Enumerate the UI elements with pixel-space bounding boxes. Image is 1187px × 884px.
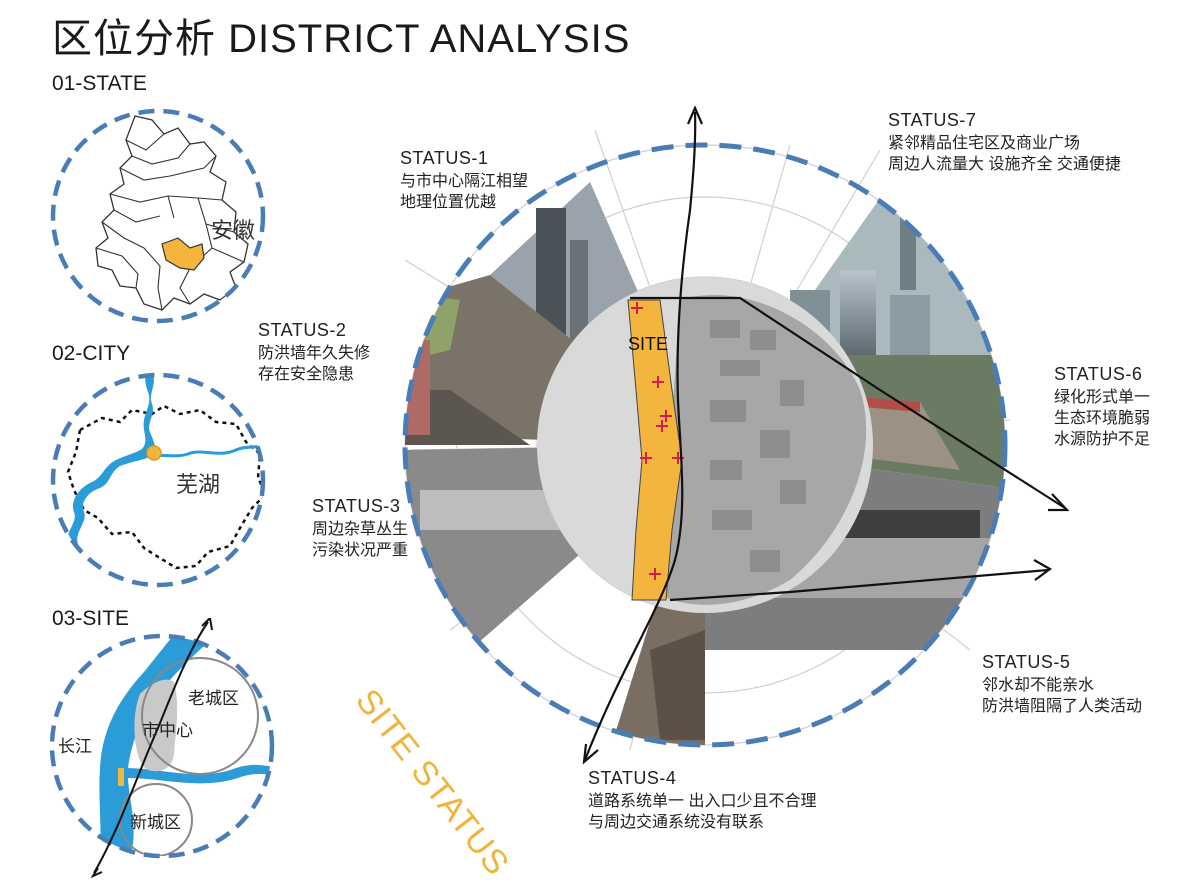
status-title: STATUS-1 <box>400 148 489 168</box>
site-section-label: 03-SITE <box>52 607 130 630</box>
status-line: 周边人流量大 设施齐全 交通便捷 <box>888 156 1121 173</box>
downtown-label: 市中心 <box>142 721 193 740</box>
status-3-block: STATUS-3 周边杂草丛生 污染状况严重 <box>312 496 408 561</box>
status-title: STATUS-5 <box>982 652 1071 672</box>
status-2-block: STATUS-2 防洪墙年久失修 存在安全隐患 <box>258 320 370 385</box>
status-line: 防洪墙阻隔了人类活动 <box>982 698 1143 715</box>
status-6-block: STATUS-6 绿化形式单一 生态环境脆弱 水源防护不足 <box>1054 364 1150 450</box>
status-4-block: STATUS-4 道路系统单一 出入口少且不合理 与周边交通系统没有联系 <box>588 768 816 833</box>
river-label: 长江 <box>58 737 92 756</box>
status-line: 污染状况严重 <box>312 542 409 559</box>
status-5-block: STATUS-5 邻水却不能亲水 防洪墙阻隔了人类活动 <box>982 652 1142 717</box>
status-dashed-ring <box>402 142 1008 748</box>
status-title: STATUS-2 <box>258 320 347 340</box>
city-dashed-ring <box>50 372 266 588</box>
status-line: 紧邻精品住宅区及商业广场 <box>888 135 1081 152</box>
status-title: STATUS-6 <box>1054 364 1143 384</box>
state-dashed-ring <box>50 108 266 324</box>
status-title: STATUS-3 <box>312 496 401 516</box>
province-label: 安徽 <box>211 218 255 243</box>
status-line: 防洪墙年久失修 <box>258 345 371 362</box>
city-map-diagram: 芜湖 <box>50 372 266 588</box>
state-map-diagram: 安徽 <box>50 108 266 324</box>
status-line: 生态环境脆弱 <box>1054 410 1151 427</box>
wuhu-location-marker <box>146 445 162 461</box>
status-line: 水源防护不足 <box>1054 431 1151 448</box>
site-dashed-ring <box>49 633 275 859</box>
site-map-diagram: 老城区 市中心 长江 新城区 <box>49 618 275 879</box>
status-1-block: STATUS-1 与市中心隔江相望 地理位置优越 <box>400 148 528 213</box>
status-line: 周边杂草丛生 <box>312 521 409 538</box>
city-boundary <box>66 404 263 570</box>
status-line: 绿化形式单一 <box>1054 389 1151 406</box>
status-line: 地理位置优越 <box>400 194 497 211</box>
status-line: 与市中心隔江相望 <box>400 173 529 190</box>
status-title: STATUS-4 <box>588 768 677 788</box>
site-label: SITE <box>628 334 668 354</box>
status-line: 与周边交通系统没有联系 <box>588 814 765 831</box>
state-section-label: 01-STATE <box>52 72 147 95</box>
old-town-circle <box>141 657 259 775</box>
new-town-label: 新城区 <box>130 813 181 832</box>
city-label: 芜湖 <box>176 472 220 497</box>
status-line: 存在安全隐患 <box>258 366 355 383</box>
status-title: STATUS-7 <box>888 110 977 130</box>
yangtze-river <box>66 375 156 574</box>
wuhu-highlight <box>161 237 205 271</box>
city-section-label: 02-CITY <box>52 342 131 365</box>
site-strip <box>627 299 683 601</box>
province-map <box>95 115 249 311</box>
road-arrow <box>93 621 209 874</box>
entry-markers <box>631 302 684 580</box>
road-arrows <box>582 105 1070 765</box>
status-line: 道路系统单一 出入口少且不合理 <box>588 793 817 810</box>
status-7-block: STATUS-7 紧邻精品住宅区及商业广场 周边人流量大 设施齐全 交通便捷 <box>888 110 1121 175</box>
site-status-diagram: SITE <box>402 105 1070 765</box>
site-mark <box>118 768 124 786</box>
old-town-label: 老城区 <box>188 689 239 708</box>
status-line: 邻水却不能亲水 <box>982 677 1095 694</box>
downtown-zone <box>134 679 178 772</box>
page-title: 区位分析 DISTRICT ANALYSIS <box>52 17 631 61</box>
